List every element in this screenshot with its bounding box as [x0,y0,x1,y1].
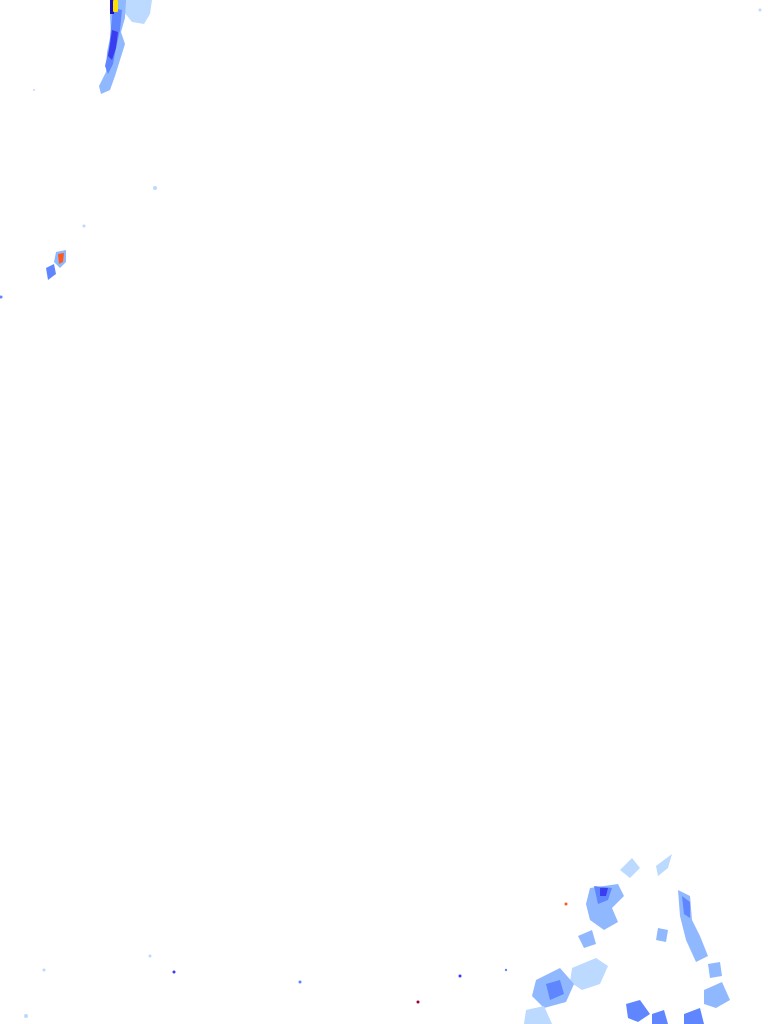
echo-speck [42,968,46,972]
echo-speck [24,1014,28,1018]
echo-moderate [626,1000,650,1022]
echo-very-light [620,858,640,878]
echo-speck [564,902,568,906]
echo-cluster-bottom-right [24,8,762,1024]
echo-speck [82,224,86,228]
echo-speck [33,89,35,91]
echo-very-light [120,0,152,24]
echo-severe [58,253,64,264]
echo-light [678,890,708,962]
echo-cluster-top-left [99,0,152,94]
echo-moderate [652,1010,668,1024]
echo-very-light [656,854,672,876]
echo-moderate [684,1008,704,1024]
echo-speck [153,186,157,190]
echo-heavy [108,30,118,60]
echo-intense [113,0,118,12]
echo-speck [0,295,3,299]
echo-very-light [570,958,608,990]
echo-speck [504,968,508,972]
echo-speck [458,974,462,978]
echo-light [656,928,668,942]
echo-speck [758,8,762,12]
echo-speck [298,980,302,984]
echo-very-heavy [110,0,114,14]
echo-cluster-left [0,89,157,299]
echo-speck [148,954,152,958]
echo-heavy [600,888,608,896]
echo-speck [416,1000,420,1004]
echo-light [704,982,730,1008]
echo-very-light [524,1006,552,1024]
echo-light [586,884,624,930]
echo-light [708,962,722,978]
echo-light [578,930,596,948]
echo-speck [172,970,176,974]
echo-moderate [546,980,564,1000]
echo-moderate [46,264,56,280]
echo-moderate [682,896,690,918]
